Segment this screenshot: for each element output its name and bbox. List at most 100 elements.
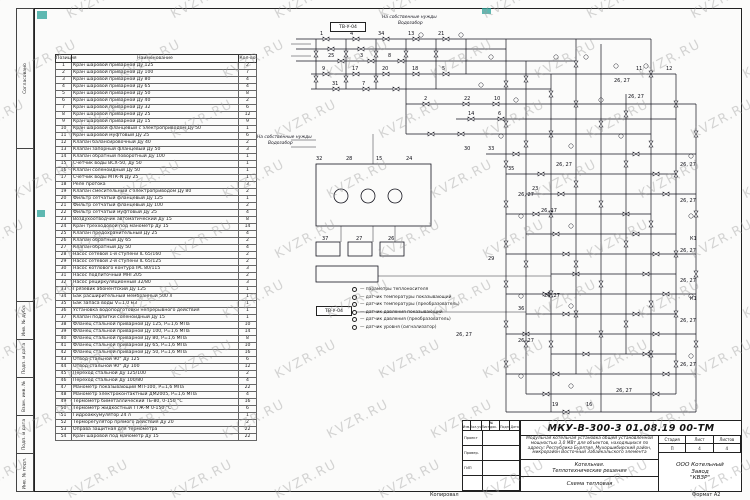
cell-qty: 1: [238, 174, 257, 182]
valve-icon: [367, 58, 375, 64]
signature-row: ГИП: [463, 461, 520, 476]
position-label: 16: [586, 402, 592, 408]
cell-qty: 6: [238, 356, 257, 364]
signature-value-cell: [483, 476, 520, 490]
cell-name: Насос сетевой 1-й ступени IL 65/160: [71, 251, 239, 259]
cell-position: 31: [55, 272, 72, 280]
cell-qty: 1: [238, 153, 257, 161]
signature-role-label: Проект: [463, 431, 483, 445]
position-label: 37: [322, 236, 328, 242]
position-label: 5: [442, 66, 445, 72]
cell-position: 40: [55, 335, 72, 343]
cell-position: 1: [55, 62, 72, 70]
tank-equipment: [315, 163, 432, 227]
valve-icon: [442, 71, 450, 77]
position-label: 26, 27: [680, 278, 696, 284]
cell-qty: 6: [238, 405, 257, 413]
cell-qty: 4: [238, 377, 257, 385]
instrument-icon: [618, 133, 624, 139]
valve-icon: [433, 50, 439, 58]
valve-icon: [462, 101, 470, 107]
valve-icon: [322, 71, 330, 77]
cell-position: 50: [55, 405, 72, 413]
company-line2: Завод: [691, 468, 709, 475]
position-label: 14: [468, 111, 474, 117]
cell-position: 14: [55, 153, 72, 161]
position-label: 6: [498, 111, 501, 117]
cell-name: Бак расширительный мембранный 500 л: [71, 293, 239, 301]
cell-qty: 2: [238, 237, 257, 245]
pump: [360, 188, 376, 204]
position-label: 17: [352, 66, 358, 72]
cell-position: 54: [55, 433, 72, 441]
legend-symbol-icon: [352, 294, 357, 300]
cell-position: 15: [55, 160, 72, 168]
valve-icon: [623, 160, 629, 168]
side-stamp-cell: Инв. № дубл.: [17, 301, 33, 339]
position-label: К1: [690, 236, 697, 242]
signature-role-label: [463, 476, 483, 490]
cell-name: Клапан соленоидный Ду 50: [71, 167, 239, 175]
valve-icon: [427, 131, 435, 137]
cell-qty: 4: [238, 244, 257, 252]
valve-icon: [673, 360, 679, 368]
instrument-icon: [513, 97, 519, 103]
position-label: 24: [406, 156, 412, 162]
valve-icon: [503, 280, 509, 288]
valve-icon: [332, 86, 340, 92]
cell-position: 11: [55, 132, 72, 140]
position-label: 2: [424, 96, 427, 102]
stage-value: П: [659, 444, 687, 452]
signature-row: Провер.: [463, 446, 520, 461]
position-label: 7: [362, 81, 365, 87]
position-label: 32: [316, 156, 322, 162]
cell-name: Кран шаровой приварной Ду 80: [71, 76, 239, 84]
side-stamp-cell: Инв. № подл.: [17, 453, 33, 493]
cell-qty: 14: [238, 328, 257, 336]
cell-qty: 8: [238, 90, 257, 98]
cell-name: Насос подпиточный MHI 205: [71, 272, 239, 280]
instrument-icon: [688, 213, 694, 219]
cell-name: Фланец стальной приварной Ду 65, Р=1,6 М…: [71, 342, 239, 350]
cell-qty: 2: [238, 419, 257, 427]
valve-icon: [362, 86, 370, 92]
cell-name: Манометр электроконтактный ДМ2005, Р=1,6…: [71, 391, 239, 399]
position-label: 13: [408, 31, 414, 37]
revision-header-cell: Дата: [510, 421, 520, 430]
object-line2: Теплотехнические решения: [552, 468, 627, 474]
valve-icon: [548, 340, 554, 348]
cell-name: Кран шаровой под манометр Ду 15: [71, 433, 239, 441]
valve-icon: [562, 251, 570, 257]
cell-name: Термометр биметаллический ТБ-80, 0-150 °…: [71, 398, 239, 406]
instrument-icon: [643, 63, 649, 69]
equipment-box: [315, 265, 379, 283]
cell-name: Счетчик воды ВСХ-50, Ду 50: [71, 160, 239, 168]
side-stamp-label: Согласовано: [22, 63, 28, 94]
instrument-icon: [568, 303, 574, 309]
cell-position: 32: [55, 279, 72, 287]
legend-text: — параметры теплоносителя: [360, 287, 429, 293]
valve-icon: [503, 120, 509, 128]
schematic-note: Водозабор: [398, 20, 423, 26]
legend-text: — датчик давления показывающий: [360, 309, 443, 315]
cell-qty: 16: [238, 349, 257, 357]
valve-icon: [693, 340, 699, 348]
signature-value-cell: [483, 431, 520, 445]
instrument-icon: [418, 32, 424, 38]
valve-icon: [327, 46, 335, 52]
position-label: 26, 27: [680, 362, 696, 368]
cell-qty: 2: [238, 97, 257, 105]
position-label: 1: [320, 31, 323, 37]
